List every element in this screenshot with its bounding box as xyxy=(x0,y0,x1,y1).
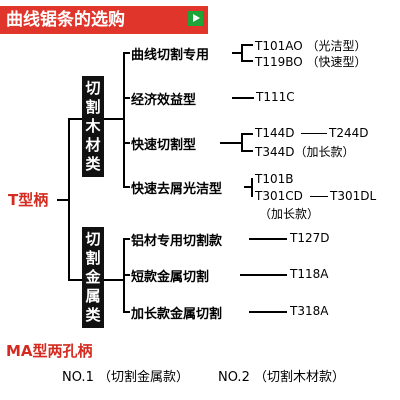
metal-item-label: 短款金属切割 xyxy=(131,270,210,285)
blade-code: T244D xyxy=(329,126,369,140)
metal-item-label: 铝材专用切割款 xyxy=(131,234,223,249)
connector xyxy=(68,279,82,281)
connector xyxy=(104,279,124,281)
connector xyxy=(241,60,253,62)
connector xyxy=(104,118,124,120)
connector xyxy=(251,178,253,197)
blade-code: T111C xyxy=(256,90,295,104)
connector xyxy=(57,199,69,201)
connector xyxy=(123,311,130,313)
blade-code: （加长款） xyxy=(259,207,320,221)
title-banner: 曲线锯条的选购 xyxy=(0,6,208,34)
connector xyxy=(123,52,125,187)
category-wood: 切割木材类 xyxy=(82,76,104,177)
connector xyxy=(249,311,287,313)
connector xyxy=(240,274,287,276)
connector xyxy=(123,52,130,54)
wood-item-label: 快速去屑光洁型 xyxy=(131,182,223,197)
ma-option: NO.2 （切割木材款） xyxy=(218,370,345,385)
wood-item-label: 经济效益型 xyxy=(131,93,197,108)
blade-code: T301CD xyxy=(255,189,303,203)
blade-code: T344D（加长款） xyxy=(255,145,355,159)
connector xyxy=(249,238,287,240)
blade-code: T301DL xyxy=(330,189,377,203)
connector xyxy=(68,118,82,120)
ma-option: NO.1 （切割金属款） xyxy=(62,370,189,385)
connector xyxy=(244,186,252,188)
page-title: 曲线锯条的选购 xyxy=(6,10,125,30)
connector xyxy=(123,186,130,188)
blade-code: T127D xyxy=(290,231,330,245)
connector xyxy=(310,196,328,197)
connector xyxy=(241,44,253,46)
blade-code: T101AO （光洁型） xyxy=(255,39,367,53)
connector xyxy=(241,133,243,151)
connector xyxy=(123,274,130,276)
category-wood-label: 切割木材类 xyxy=(85,79,101,173)
connector xyxy=(123,97,130,99)
connector xyxy=(232,52,242,54)
metal-item-label: 加长款金属切割 xyxy=(131,307,223,322)
wood-item-label: 快速切割型 xyxy=(131,138,197,153)
ma-heading: MA型两孔柄 xyxy=(6,342,93,360)
connector xyxy=(220,142,242,144)
blade-code: T118A xyxy=(290,267,329,281)
category-metal-label: 切割金属类 xyxy=(85,230,101,324)
connector xyxy=(241,133,253,135)
blade-code: T318A xyxy=(290,304,329,318)
root-label: T型柄 xyxy=(8,191,49,209)
blade-code: T119BO （快速型） xyxy=(255,55,367,69)
category-metal: 切割金属类 xyxy=(82,227,104,328)
connector xyxy=(123,238,130,240)
connector xyxy=(241,150,253,152)
connector xyxy=(68,118,70,280)
connector xyxy=(232,97,254,99)
connector xyxy=(301,133,327,134)
connector xyxy=(241,44,243,61)
connector xyxy=(123,142,130,144)
play-icon xyxy=(188,11,203,26)
blade-code: T144D xyxy=(255,126,295,140)
wood-item-label: 曲线切割专用 xyxy=(131,48,210,63)
blade-code: T101B xyxy=(255,172,294,186)
